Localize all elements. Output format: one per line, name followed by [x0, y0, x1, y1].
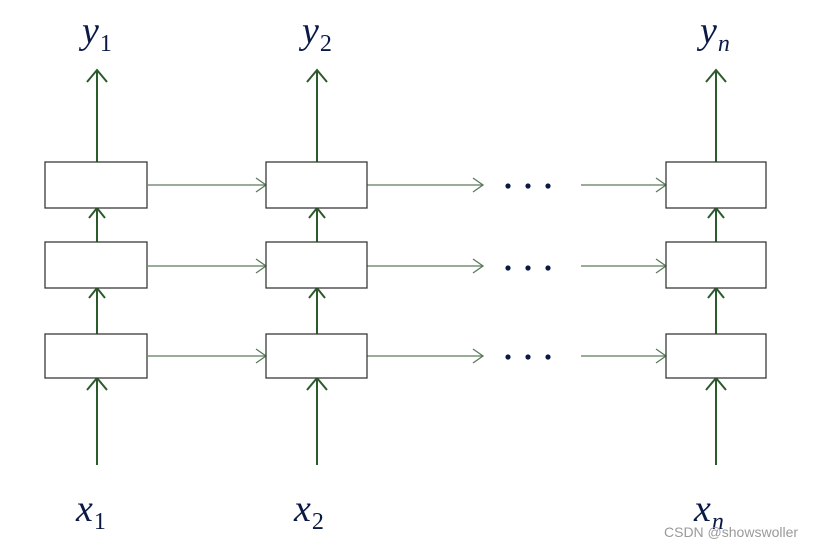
- output-label-y2: y2: [302, 12, 332, 56]
- output-var-y1: y: [82, 10, 99, 52]
- horizontal-arrows: [148, 177, 668, 364]
- ellipsis-bot: [505, 354, 551, 360]
- output-var-y2: y: [302, 10, 319, 52]
- cell-bot-col2: [265, 333, 368, 379]
- input-sub-x2: 2: [311, 509, 324, 535]
- ellipsis-top: [505, 183, 551, 189]
- input-var-x1: x: [76, 488, 93, 530]
- watermark: CSDN @showswoller: [664, 524, 799, 540]
- cells: [44, 161, 767, 379]
- output-sub-y2: 2: [319, 31, 332, 57]
- input-var-x2: x: [294, 488, 311, 530]
- output-label-y1: y1: [82, 12, 112, 56]
- output-arrowhead-2: [306, 68, 328, 83]
- input-label-x2: x2: [294, 490, 324, 534]
- cell-mid-coln: [665, 241, 767, 289]
- h-arrowhead-mid-2: [472, 258, 485, 274]
- output-sub-y1: 1: [99, 31, 112, 57]
- output-label-yn: yn: [700, 12, 730, 56]
- input-sub-x1: 1: [93, 509, 106, 535]
- cell-mid-col2: [265, 241, 368, 289]
- input-label-xn: xn: [694, 490, 724, 534]
- cell-mid-col1: [44, 241, 148, 289]
- input-sub-xn: n: [711, 509, 724, 535]
- output-arrowhead-n: [705, 68, 727, 83]
- output-arrowhead-1: [86, 68, 108, 83]
- cell-bot-coln: [665, 333, 767, 379]
- output-sub-yn: n: [717, 31, 730, 57]
- cell-top-coln: [665, 161, 767, 209]
- output-var-yn: y: [700, 10, 717, 52]
- h-arrowhead-bot-2: [472, 348, 485, 364]
- cell-top-col2: [265, 161, 368, 209]
- input-var-xn: x: [694, 488, 711, 530]
- ellipsis-mid: [505, 265, 551, 271]
- cell-top-col1: [44, 161, 148, 209]
- h-arrowhead-top-2: [472, 177, 485, 193]
- ellipsis-dots: [505, 183, 551, 360]
- cell-bot-col1: [44, 333, 148, 379]
- input-label-x1: x1: [76, 490, 106, 534]
